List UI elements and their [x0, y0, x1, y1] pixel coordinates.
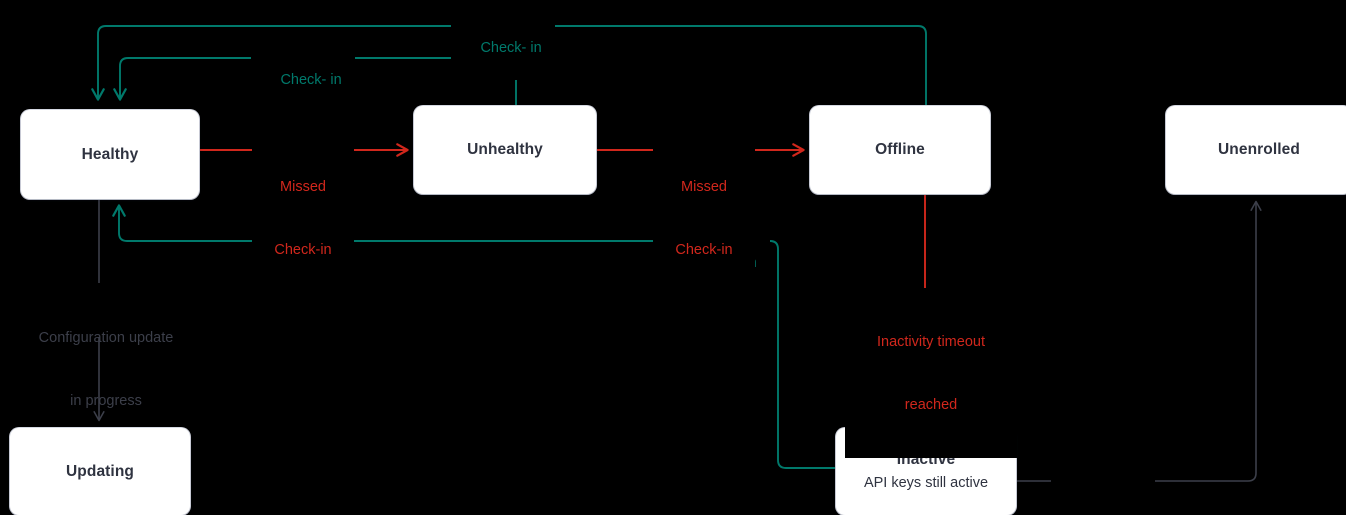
node-offline-label: Offline — [875, 141, 925, 159]
node-unhealthy-label: Unhealthy — [467, 141, 543, 159]
config-line2: in progress — [70, 393, 142, 410]
node-unhealthy[interactable]: Unhealthy — [414, 106, 596, 194]
missed-checkin-1-line1: Missed — [280, 179, 326, 196]
checkin-top-text: Check- in — [480, 40, 542, 57]
node-healthy-label: Healthy — [81, 145, 139, 163]
node-unenrolled[interactable]: Unenrolled — [1166, 106, 1346, 194]
edge-label-checkin-mid: Check- in — [251, 49, 355, 113]
node-updating-label: Updating — [66, 462, 134, 480]
node-healthy[interactable]: Healthy — [21, 110, 199, 199]
node-offline[interactable]: Offline — [810, 106, 990, 194]
missed-checkin-2-line1: Missed — [681, 179, 727, 196]
missed-checkin-1-line2: Check-in — [274, 242, 332, 259]
edge-label-config-update: Configuration update in progress — [9, 286, 203, 454]
node-updating[interactable]: Updating — [10, 428, 190, 515]
edge-label-checkin-top: Check- in — [451, 17, 555, 81]
inactivity-line1: Inactivity timeout — [877, 334, 985, 351]
edge-label-inactivity-timeout: Inactivity timeout reached — [845, 290, 1017, 459]
node-unenrolled-label: Unenrolled — [1218, 141, 1300, 159]
inactivity-line2: reached — [904, 397, 958, 414]
edge-label-missed-checkin-2: Missed Check-in — [653, 135, 755, 304]
config-line1: Configuration update — [38, 330, 174, 347]
checkin-mid-text: Check- in — [280, 72, 342, 89]
edge-inactive-to-healthy — [667, 240, 836, 469]
node-inactive-sublabel: API keys still active — [863, 474, 989, 491]
edge-inactive-to-unenrolled-arrow — [1155, 200, 1262, 482]
edge-label-missed-checkin-1: Missed Check-in — [252, 135, 354, 304]
edge-inactive-to-healthy-arrow — [112, 204, 758, 242]
missed-checkin-2-line2: Check-in — [675, 242, 733, 259]
